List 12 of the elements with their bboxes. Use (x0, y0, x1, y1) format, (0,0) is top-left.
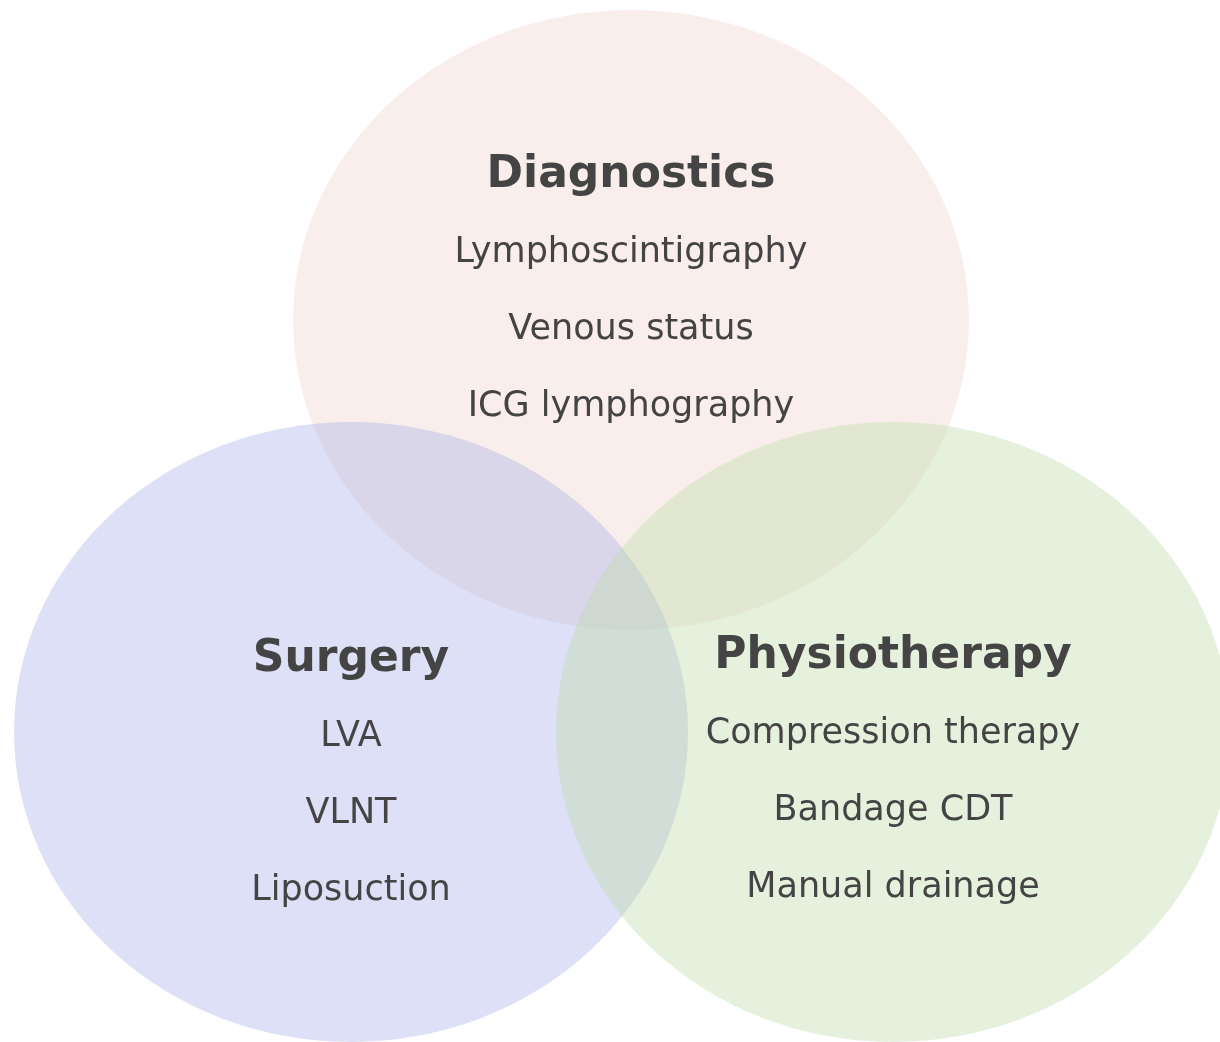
list-item: Lymphoscintigraphy (454, 230, 808, 270)
category-heading: Diagnostics (486, 146, 776, 197)
list-item: Compression therapy (705, 711, 1081, 751)
category-heading: Surgery (252, 630, 450, 681)
list-item: Manual drainage (746, 865, 1040, 905)
list-item: LVA (320, 714, 382, 754)
list-item: VLNT (305, 791, 397, 831)
category-heading: Physiotherapy (714, 627, 1072, 678)
list-item: ICG lymphography (467, 384, 795, 424)
list-item: Venous status (508, 307, 754, 347)
list-item: Bandage CDT (773, 788, 1013, 828)
list-item: Liposuction (251, 868, 451, 908)
